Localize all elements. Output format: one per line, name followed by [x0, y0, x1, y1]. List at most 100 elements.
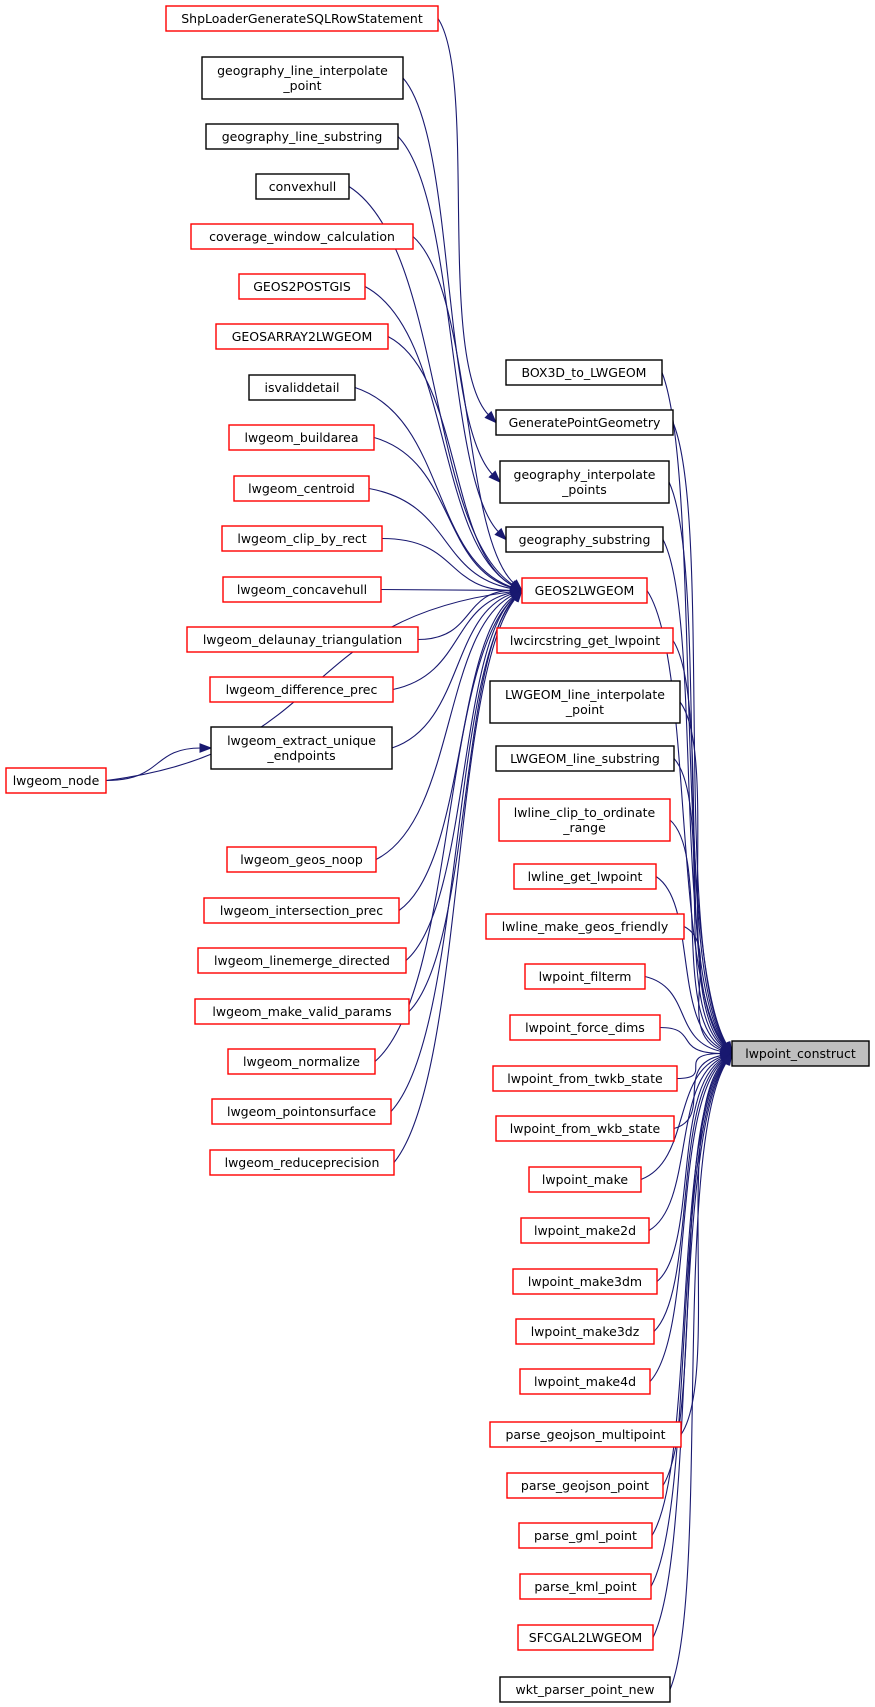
node-lwpoint_make2d-label-0: lwpoint_make2d — [534, 1223, 636, 1238]
node-geog_interp_points[interactable]: geography_interpolate_points — [499, 460, 670, 504]
node-lwpoint_force_dims-label-0: lwpoint_force_dims — [525, 1020, 645, 1035]
node-shploader-box — [165, 5, 439, 32]
node-lwgeom_delaunay[interactable]: lwgeom_delaunay_triangulation — [186, 626, 419, 653]
node-geosarray2lwgeom[interactable]: GEOSARRAY2LWGEOM — [215, 323, 389, 350]
edge-lwgeom_line_interp_point-to-lwpoint_construct — [679, 701, 725, 1048]
edge-geos2postgis-to-geos2lwgeom — [364, 286, 514, 587]
node-lwpoint_make[interactable]: lwpoint_make — [528, 1166, 642, 1193]
node-lwgeom_linemerge_directed[interactable]: lwgeom_linemerge_directed — [197, 947, 407, 974]
node-lwline_clip_ordinate[interactable]: lwline_clip_to_ordinate_range — [498, 798, 671, 842]
edge-lwgeom_reduceprecision-to-geos2lwgeom — [393, 597, 517, 1163]
node-lwpoint_make3dz[interactable]: lwpoint_make3dz — [515, 1318, 655, 1345]
node-parse_gml_point[interactable]: parse_gml_point — [518, 1522, 653, 1549]
node-lwgeom_intersection_prec[interactable]: lwgeom_intersection_prec — [203, 897, 400, 924]
node-lwgeom_normalize[interactable]: lwgeom_normalize — [227, 1048, 376, 1075]
node-lwline_get_lwpoint-label-0: lwline_get_lwpoint — [528, 869, 643, 884]
edge-lwgeom_pointonsurface-to-geos2lwgeom — [390, 597, 516, 1112]
node-lwgeom_intersection_prec-box — [203, 897, 400, 924]
edge-lwgeom_normalize-to-geos2lwgeom — [374, 596, 515, 1062]
edge-arrowhead-lwgeom_node-to-lwgeom_extract_unique — [199, 743, 213, 753]
node-lwgeom_line_substring-label-0: LWGEOM_line_substring — [510, 751, 660, 766]
node-geog_interp_points-box — [499, 460, 670, 504]
node-lwgeom_extract_unique[interactable]: lwgeom_extract_unique_endpoints — [210, 726, 393, 770]
node-geog_interp_points-label-0: geography_interpolate — [514, 467, 656, 482]
node-geog_substring[interactable]: geography_substring — [505, 526, 664, 553]
node-lwgeom_node[interactable]: lwgeom_node — [5, 767, 107, 794]
node-wkt_parser_point_new-label-0: wkt_parser_point_new — [516, 1682, 655, 1697]
node-lwpoint_from_wkb_state[interactable]: lwpoint_from_wkb_state — [495, 1115, 675, 1142]
node-lwgeom_geos_noop[interactable]: lwgeom_geos_noop — [226, 846, 377, 873]
node-lwgeom_line_substring-box — [495, 745, 675, 772]
node-lwgeom_pointonsurface-label-0: lwgeom_pointonsurface — [227, 1104, 376, 1119]
node-lwpoint_make4d[interactable]: lwpoint_make4d — [519, 1368, 651, 1395]
node-convexhull-box — [255, 173, 350, 200]
node-lwpoint_filterm-label-0: lwpoint_filterm — [539, 969, 632, 984]
node-parse_kml_point[interactable]: parse_kml_point — [519, 1573, 652, 1600]
edge-parse_gml_point-to-lwpoint_construct — [651, 1060, 727, 1536]
node-lwgeom_reduceprecision-box — [209, 1149, 395, 1176]
node-lwgeom_difference_prec[interactable]: lwgeom_difference_prec — [209, 676, 394, 703]
node-lwgeom_linemerge_directed-box — [197, 947, 407, 974]
node-lwpoint_construct[interactable]: lwpoint_construct — [731, 1040, 870, 1067]
edge-lwpoint_make4d-to-lwpoint_construct — [649, 1059, 725, 1382]
node-parse_gml_point-box — [518, 1522, 653, 1549]
node-lwpoint_make2d[interactable]: lwpoint_make2d — [520, 1217, 650, 1244]
node-lwcircstring_get_lwpoint[interactable]: lwcircstring_get_lwpoint — [496, 627, 674, 654]
node-parse_geojson_point[interactable]: parse_geojson_point — [506, 1472, 664, 1499]
node-lwpoint_filterm[interactable]: lwpoint_filterm — [524, 963, 646, 990]
node-isvaliddetail[interactable]: isvaliddetail — [248, 374, 356, 401]
node-lwline_get_lwpoint[interactable]: lwline_get_lwpoint — [513, 863, 657, 890]
node-geos2lwgeom[interactable]: GEOS2LWGEOM — [521, 577, 648, 604]
node-lwgeom_line_interp_point[interactable]: LWGEOM_line_interpolate_point — [489, 680, 681, 724]
node-lwgeom_pointonsurface-box — [211, 1098, 392, 1125]
node-lwgeom_clip_by_rect[interactable]: lwgeom_clip_by_rect — [221, 525, 383, 552]
node-geog_line_interp[interactable]: geography_line_interpolate_point — [201, 56, 404, 100]
node-geos2lwgeom-label-0: GEOS2LWGEOM — [535, 583, 635, 598]
node-geosarray2lwgeom-box — [215, 323, 389, 350]
node-lwpoint_from_wkb_state-label-0: lwpoint_from_wkb_state — [510, 1121, 661, 1136]
node-coverage_window-box — [190, 223, 414, 250]
node-lwgeom_clip_by_rect-label-0: lwgeom_clip_by_rect — [237, 531, 366, 546]
node-lwcircstring_get_lwpoint-box — [496, 627, 674, 654]
node-parse_gml_point-label-0: parse_gml_point — [534, 1528, 637, 1543]
node-lwgeom_difference_prec-label-0: lwgeom_difference_prec — [226, 682, 378, 697]
node-sfcgal2lwgeom[interactable]: SFCGAL2LWGEOM — [517, 1624, 654, 1651]
edge-lwline_get_lwpoint-to-lwpoint_construct — [655, 876, 724, 1050]
node-parse_kml_point-label-0: parse_kml_point — [534, 1579, 636, 1594]
node-lwgeom_centroid[interactable]: lwgeom_centroid — [233, 475, 370, 502]
node-parse_geojson_multipoint[interactable]: parse_geojson_multipoint — [489, 1421, 682, 1448]
node-shploader[interactable]: ShpLoaderGenerateSQLRowStatement — [165, 5, 439, 32]
node-box3d_to_lwgeom[interactable]: BOX3D_to_LWGEOM — [505, 359, 663, 386]
edge-convexhull-to-geos2lwgeom — [348, 186, 514, 586]
edge-lwgeom_node-to-lwgeom_extract_unique — [105, 747, 202, 782]
node-lwpoint_from_twkb_state[interactable]: lwpoint_from_twkb_state — [492, 1065, 678, 1092]
node-coverage_window-label-0: coverage_window_calculation — [209, 229, 395, 244]
node-geog_substring-box — [505, 526, 664, 553]
node-lwline_make_geos_friendly-label-0: lwline_make_geos_friendly — [502, 919, 669, 934]
node-lwpoint_force_dims-box — [509, 1014, 661, 1041]
node-geos2postgis[interactable]: GEOS2POSTGIS — [238, 273, 366, 300]
node-parse_geojson_multipoint-label-0: parse_geojson_multipoint — [505, 1427, 665, 1442]
node-lwgeom_pointonsurface[interactable]: lwgeom_pointonsurface — [211, 1098, 392, 1125]
edge-lwgeom_delaunay-to-geos2lwgeom — [417, 589, 513, 641]
node-lwpoint_make3dm[interactable]: lwpoint_make3dm — [512, 1268, 658, 1295]
node-lwline_clip_ordinate-label-0: lwline_clip_to_ordinate — [514, 805, 656, 820]
node-lwgeom_reduceprecision[interactable]: lwgeom_reduceprecision — [209, 1149, 395, 1176]
node-lwgeom_difference_prec-box — [209, 676, 394, 703]
node-generate_point_geometry[interactable]: GeneratePointGeometry — [495, 409, 674, 436]
node-lwgeom_buildarea[interactable]: lwgeom_buildarea — [228, 424, 375, 451]
node-lwline_make_geos_friendly[interactable]: lwline_make_geos_friendly — [485, 913, 685, 940]
node-lwpoint_force_dims[interactable]: lwpoint_force_dims — [509, 1014, 661, 1041]
node-geog_line_substr-box — [205, 123, 399, 150]
node-coverage_window[interactable]: coverage_window_calculation — [190, 223, 414, 250]
node-lwgeom_concavehull[interactable]: lwgeom_concavehull — [222, 576, 382, 603]
edge-lwpoint_force_dims-to-lwpoint_construct — [659, 1026, 723, 1055]
node-lwgeom_line_substring[interactable]: LWGEOM_line_substring — [495, 745, 675, 772]
node-wkt_parser_point_new[interactable]: wkt_parser_point_new — [499, 1676, 671, 1703]
node-geosarray2lwgeom-label-0: GEOSARRAY2LWGEOM — [232, 329, 373, 344]
node-convexhull[interactable]: convexhull — [255, 173, 350, 200]
node-geog_line_substr[interactable]: geography_line_substring — [205, 123, 399, 150]
node-lwgeom_make_valid_params[interactable]: lwgeom_make_valid_params — [194, 998, 410, 1025]
node-lwgeom_clip_by_rect-box — [221, 525, 383, 552]
